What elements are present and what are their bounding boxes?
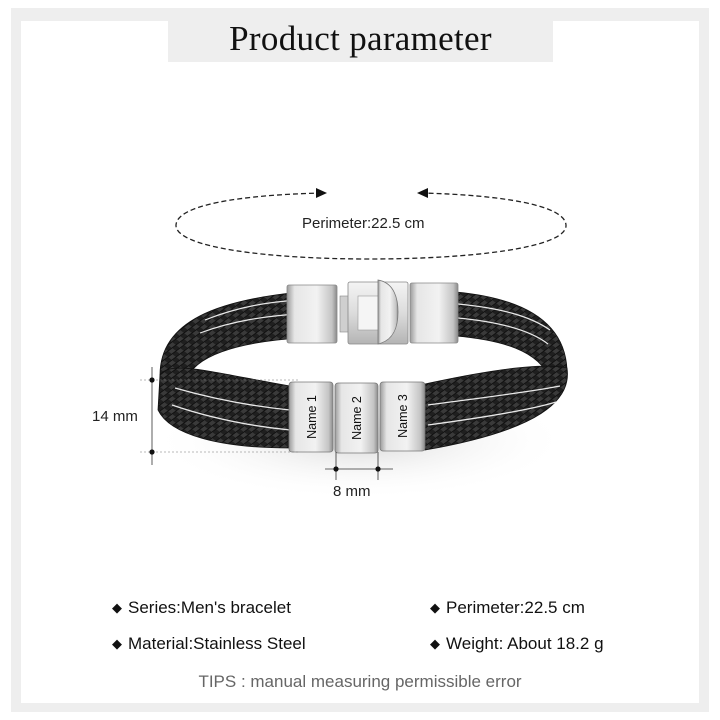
diamond-bullet-icon: ◆: [430, 600, 440, 615]
spec-weight-text: Weight: About 18.2 g: [446, 634, 604, 653]
width-dimension: [325, 452, 393, 480]
height-label: 14 mm: [92, 408, 138, 425]
diamond-bullet-icon: ◆: [112, 600, 122, 615]
bead-2: Name 2: [334, 382, 379, 454]
bead-1: Name 1: [288, 381, 334, 453]
bracelet-clasp: [286, 279, 459, 345]
bead-3-engraving: Name 3: [396, 394, 410, 438]
diamond-bullet-icon: ◆: [112, 636, 122, 651]
perimeter-label: Perimeter:22.5 cm: [302, 215, 425, 232]
spec-perimeter: ◆ Perimeter:22.5 cm: [430, 598, 585, 618]
tips-note: TIPS : manual measuring permissible erro…: [198, 672, 522, 691]
bead-3: Name 3: [379, 381, 426, 452]
spec-material-text: Material:Stainless Steel: [128, 634, 306, 653]
page-title: Product parameter: [229, 18, 492, 58]
spec-series-text: Series:Men's bracelet: [128, 598, 291, 617]
spec-series: ◆ Series:Men's bracelet: [112, 598, 291, 618]
arrow-right-icon: [316, 188, 327, 198]
height-dimension: [140, 367, 300, 465]
content-panel: [21, 21, 699, 703]
spec-material: ◆ Material:Stainless Steel: [112, 634, 306, 654]
perimeter-indicator: [175, 188, 567, 260]
spec-perimeter-text: Perimeter:22.5 cm: [446, 598, 585, 617]
bead-2-engraving: Name 2: [350, 396, 364, 440]
bracelet-front-band: [157, 365, 568, 451]
title-banner: Product parameter: [168, 15, 553, 62]
width-label: 8 mm: [333, 483, 371, 500]
spec-weight: ◆ Weight: About 18.2 g: [430, 634, 604, 654]
arrow-left-icon: [417, 188, 428, 198]
diamond-bullet-icon: ◆: [430, 636, 440, 651]
bead-1-engraving: Name 1: [305, 395, 319, 439]
